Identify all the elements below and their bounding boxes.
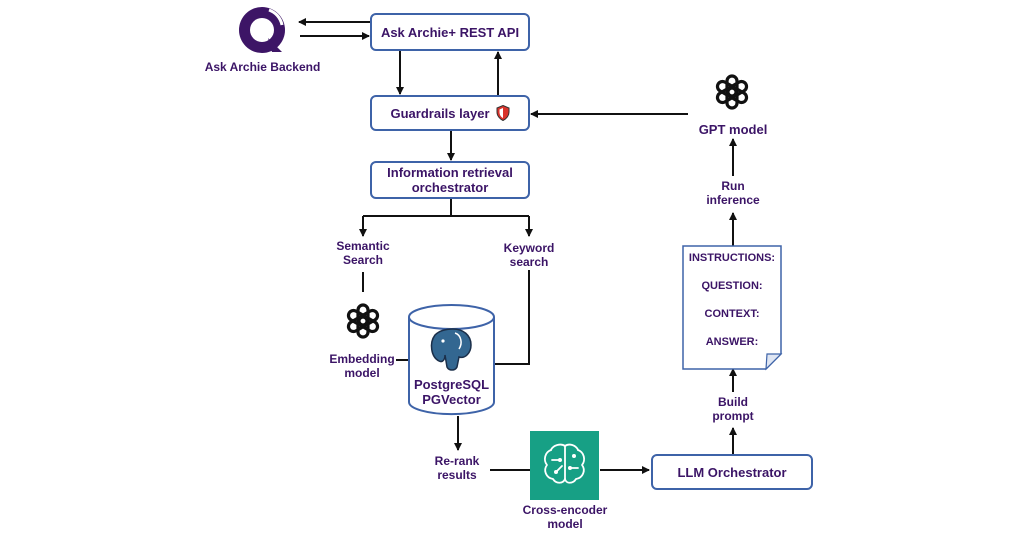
doc-answer: ANSWER:: [705, 336, 759, 348]
embedding-line2: model: [344, 366, 380, 380]
keyword-line2: search: [509, 255, 549, 269]
run-line2: inference: [706, 193, 760, 207]
database-label: PostgreSQL PGVector: [409, 377, 494, 407]
embedding-model-label: Embedding model: [320, 352, 404, 380]
rest-api-box: Ask Archie+ REST API: [370, 13, 530, 51]
guardrails-label: Guardrails layer: [390, 105, 490, 121]
embedding-line1: Embedding: [329, 352, 395, 366]
chat-bubble-icon: [239, 7, 285, 53]
backend-label: Ask Archie Backend: [204, 60, 321, 74]
rerank-line2: results: [437, 468, 477, 482]
doc-instructions: INSTRUCTIONS:: [688, 252, 776, 264]
aws-ml-brain-icon: [530, 431, 599, 500]
semantic-line1: Semantic: [336, 239, 390, 253]
keyword-search-label: Keyword search: [489, 241, 569, 269]
run-inference-label: Run inference: [693, 179, 773, 207]
cross-encoder-label: Cross-encoder model: [514, 503, 616, 531]
ir-line2: orchestrator: [411, 180, 489, 195]
openai-logo-icon: [345, 303, 381, 339]
cross-line1: Cross-encoder: [522, 503, 608, 517]
build-line1: Build: [718, 395, 748, 409]
semantic-line2: Search: [342, 253, 384, 267]
gpt-model-label: GPT model: [698, 122, 768, 137]
ir-orchestrator-box: Information retrieval orchestrator: [370, 161, 530, 199]
rerank-label: Re-rank results: [420, 454, 494, 482]
run-line1: Run: [721, 179, 745, 193]
build-prompt-label: Build prompt: [693, 395, 773, 423]
keyword-line1: Keyword: [503, 241, 555, 255]
postgres-elephant-icon: [430, 328, 472, 371]
openai-logo-icon: [714, 74, 750, 110]
doc-question: QUESTION:: [701, 280, 763, 292]
ir-line1: Information retrieval: [387, 165, 513, 180]
db-line1: PostgreSQL: [413, 377, 490, 392]
build-line2: prompt: [712, 409, 754, 423]
llm-orchestrator-box: LLM Orchestrator: [651, 454, 813, 490]
split-from-ir: [363, 199, 529, 217]
cross-line2: model: [547, 517, 583, 531]
prompt-document: [682, 245, 783, 371]
guardrails-box: Guardrails layer: [370, 95, 530, 131]
semantic-search-label: Semantic Search: [323, 239, 403, 267]
db-line2: PGVector: [422, 392, 481, 407]
rerank-line1: Re-rank: [434, 454, 480, 468]
shield-icon: [496, 104, 510, 122]
line-keyword-to-db: [494, 270, 530, 365]
doc-context: CONTEXT:: [704, 308, 760, 320]
